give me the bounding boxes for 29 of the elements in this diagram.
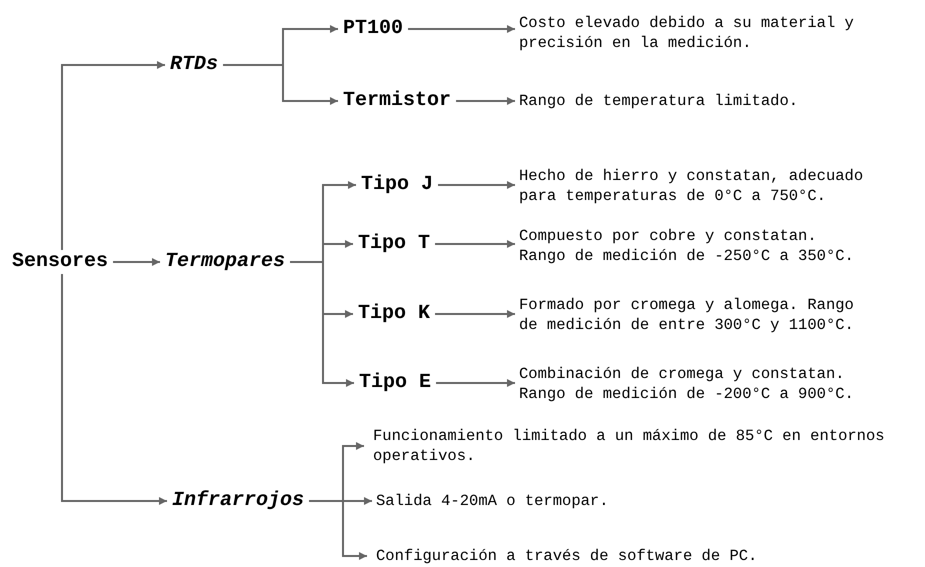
description-text: Hecho de hierro y constatan, adecuado para temperaturas de 0°C a 750°C. [515,166,884,206]
arrow [435,240,515,248]
description-text: Combinación de cromega y constatan. Rango de medición de -200°C a 900°C. [515,364,869,404]
description-text: Configuración a través de software de PC. [372,546,758,566]
description-text: Formado por cromega y alomega. Rango de medición de entre 300°C y 1100°C. [515,295,869,335]
category-label: Termopares [165,250,286,274]
category-label: Tipo K [358,302,430,326]
category-label: Termistor [343,89,452,113]
arrow [61,274,167,505]
category-label: Sensores [12,250,108,274]
category-label: Tipo J [361,173,434,197]
arrow [113,258,160,266]
category-label: Infrarrojos [172,489,304,513]
arrow [438,181,515,189]
arrow [61,61,165,250]
arrow [435,310,515,318]
category-label: Tipo E [359,371,432,395]
description-text: Compuesto por cobre y constatan. Rango de medición de -250°C a 350°C. [515,226,864,266]
category-label: PT100 [343,17,404,41]
arrow [290,261,354,387]
category-label: RTDs [170,53,218,77]
description-text: Costo elevado debido a su material y precisión en la medición. [515,13,879,53]
description-text: Salida 4-20mA o termopar. [372,491,609,511]
description-text: Funcionamiento limitado a un máximo de 85°C en entornos operativos. [369,426,918,466]
category-label: Tipo T [358,232,430,256]
arrow [408,25,515,33]
arrow [436,379,515,387]
description-text: Rango de temperatura limitado. [515,91,798,111]
arrow [456,97,515,105]
